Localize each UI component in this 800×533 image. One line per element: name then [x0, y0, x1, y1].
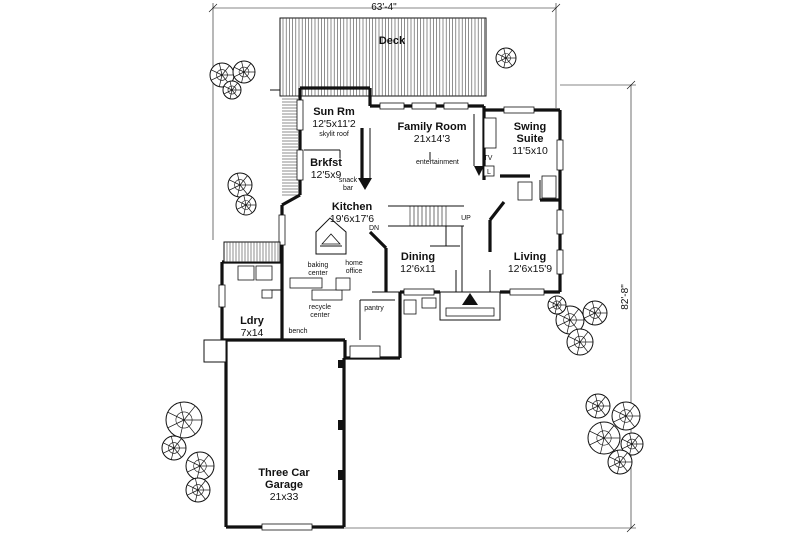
recycle-center-line1: recycle	[309, 304, 331, 311]
side-porch-steps	[223, 241, 281, 263]
bench-label: bench	[288, 328, 307, 335]
baking-center-line2: center	[308, 270, 328, 277]
landscape-trees	[161, 47, 644, 503]
baking-center-line1: baking	[308, 262, 329, 269]
room-size: 11'5x10	[512, 145, 548, 157]
room-kitchen: Kitchen 19'6x17'6 UP DN baking center ho…	[308, 201, 472, 319]
recycle-center-line2: center	[310, 312, 330, 319]
garage-details	[203, 339, 381, 480]
tree-icon	[235, 194, 257, 216]
room-name: Brkfst	[310, 157, 342, 169]
exterior-walls	[220, 86, 562, 529]
kitchen-island	[315, 217, 347, 255]
deck-side-steps	[282, 95, 298, 196]
tree-icon	[585, 393, 611, 419]
entertainment-label: entertainment	[416, 159, 459, 166]
snack-bar-line1: snack	[339, 177, 358, 184]
front-porch	[403, 291, 501, 321]
room-size: 7x14	[241, 327, 264, 339]
tree-icon	[495, 47, 517, 69]
deck-area	[270, 17, 487, 97]
tree-icon	[222, 80, 242, 100]
tree-icon	[232, 60, 256, 84]
tree-icon	[209, 62, 235, 88]
tree-icon	[547, 295, 567, 315]
room-name-line2: Garage	[265, 479, 303, 491]
room-note: skylit roof	[319, 131, 349, 138]
room-name: Sun Rm	[313, 106, 355, 118]
home-office-line2: office	[346, 268, 363, 275]
room-name-line1: Swing	[514, 121, 546, 133]
tree-icon	[165, 401, 203, 439]
room-name: Dining	[401, 251, 435, 263]
room-size: 12'5x9	[311, 169, 342, 181]
room-swing-suite: Swing Suite 11'5x10 TV L	[484, 121, 548, 176]
room-size: 21x14'3	[414, 133, 451, 145]
dn-label: DN	[369, 225, 379, 232]
tree-icon	[582, 300, 608, 326]
tree-icon	[566, 328, 594, 356]
width-dimension-line	[208, 3, 561, 240]
room-sun-room: Sun Rm 12'5x11'2 skylit roof	[312, 106, 356, 138]
laundry-fixtures	[237, 265, 351, 301]
room-breakfast: Brkfst 12'5x9 snack bar	[310, 157, 358, 192]
up-label: UP	[461, 215, 471, 222]
room-name: Kitchen	[332, 201, 373, 213]
snack-bar-line2: bar	[343, 185, 354, 192]
room-size: 12'5x11'2	[312, 118, 356, 130]
windows	[218, 99, 564, 531]
entry-arrow-icon	[462, 293, 478, 305]
l-label: L	[487, 169, 491, 176]
room-name: Family Room	[397, 121, 466, 133]
swing-suite-fixtures	[483, 117, 557, 201]
room-size: 12'6x15'9	[508, 263, 552, 275]
room-living: Living 12'6x15'9	[508, 251, 552, 275]
room-dining: Dining 12'6x11 pantry	[364, 251, 436, 312]
room-size: 21x33	[270, 491, 299, 503]
tree-icon	[185, 451, 215, 481]
room-laundry: Ldry 7x14 bench	[240, 315, 308, 339]
tree-icon	[620, 432, 644, 456]
tree-icon	[161, 435, 187, 461]
width-dimension: 63'-4"	[371, 2, 397, 13]
room-name-line1: Three Car	[258, 467, 310, 479]
tree-icon	[587, 421, 621, 455]
room-garage: Three Car Garage 21x33	[258, 467, 310, 503]
home-office-line1: home	[345, 260, 363, 267]
tree-icon	[227, 172, 253, 198]
depth-dimension: 82'-8"	[620, 284, 631, 310]
tree-icon	[611, 401, 641, 431]
tv-label: TV	[484, 155, 493, 162]
room-name: Ldry	[240, 315, 265, 327]
room-size: 12'6x11	[400, 263, 436, 275]
tree-icon	[185, 477, 211, 503]
staircase	[409, 206, 447, 226]
room-family-room: Family Room 21x14'3 entertainment	[397, 121, 466, 166]
tree-icon	[607, 449, 633, 475]
room-name: Living	[514, 251, 546, 263]
deck-label: Deck	[379, 35, 406, 47]
room-size: 19'6x17'6	[330, 213, 374, 225]
pantry-label: pantry	[364, 305, 384, 312]
porch-outline	[223, 241, 281, 263]
room-name-line2: Suite	[517, 133, 544, 145]
